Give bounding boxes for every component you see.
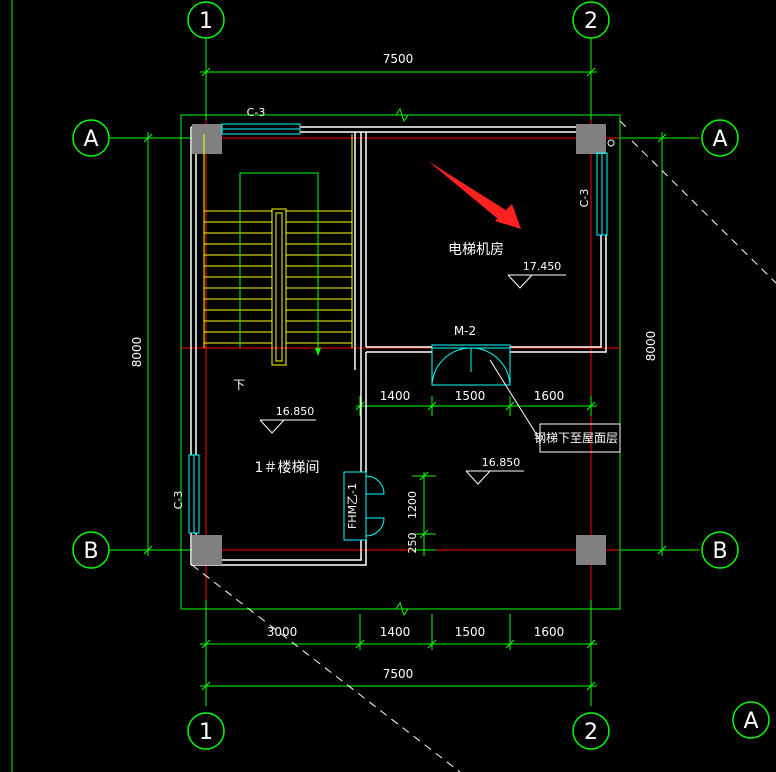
grid-bubble-A-left [72,119,110,157]
small-circle [607,139,615,147]
grid-bubble-A-right [701,119,739,157]
stair-down-label: 下 [233,378,245,392]
grid-bubbles [72,1,770,750]
elevation-markers [259,274,566,485]
stair [203,134,353,366]
window-top-label: C-3 [247,106,266,119]
elevator-room-label: 电梯机房 [448,242,504,258]
columns [192,124,606,565]
outline-frame [180,114,621,610]
walls [190,126,607,566]
windows [188,123,608,534]
grid-bubble-A-extra [732,701,770,739]
ladder-leader [489,359,621,453]
dim-left-text: 8000 [130,337,144,368]
dim-inner-seg-2: 1500 [455,389,486,403]
door-m2 [431,344,511,386]
grid-bubble-2-bottom [572,712,610,750]
grid-label-A-right: A [712,127,727,152]
dim-top-text: 7500 [383,52,414,66]
dim-door-height: 1200 [406,491,419,519]
column-A2 [576,124,606,154]
fire-door [343,471,385,541]
dim-bottom-total: 7500 [383,667,414,681]
dim-top [200,66,597,78]
grid-bubble-2-top [572,1,610,39]
dim-inner-chain [355,396,597,416]
break-markers [395,107,409,617]
dim-door-gap: 250 [406,533,419,554]
grid-label-B-right: B [712,539,727,564]
grid-label-1-top: 1 [199,9,213,34]
grid-bubble-1-top [187,1,225,39]
grid-label-1-bottom: 1 [199,720,213,745]
dim-bottom-chain [200,614,597,692]
dim-bottom-seg-3: 1500 [455,625,486,639]
dim-bottom-seg-2: 1400 [380,625,411,639]
grid-label-2-top: 2 [584,9,598,34]
ladder-note: 钢梯下至屋面层 [534,431,618,445]
grid-label-2-bottom: 2 [584,720,598,745]
annotation-arrow [428,161,521,229]
grid-label-B-left: B [83,539,98,564]
elevation-elevator-room: 17.450 [523,260,562,273]
dim-bottom-seg-4: 1600 [534,625,565,639]
elevation-stair-room: 16.850 [276,405,315,418]
door-m2-label: M-2 [454,324,476,338]
column-B2 [576,535,606,565]
grid-bubble-B-left [72,531,110,569]
grid-bubble-B-right [701,531,739,569]
dim-bottom-seg-1: 3000 [267,625,298,639]
dim-right-text: 8000 [644,331,658,362]
grid-label-A-extra: A [743,709,758,734]
dim-right [620,132,668,556]
grid-bubble-1-bottom [187,712,225,750]
window-right-label: C-3 [578,189,591,208]
dim-inner-seg-3: 1600 [534,389,565,403]
fire-door-label: FHM乙-1 [346,483,359,529]
dim-inner-seg-1: 1400 [380,389,411,403]
window-left-label: C-3 [172,491,185,510]
elevation-roof: 16.850 [482,456,521,469]
column-B1 [192,535,222,565]
stair-room-label: 1＃楼梯间 [255,460,320,476]
grid-label-A-left: A [83,127,98,152]
column-A1 [192,124,222,154]
dashed-diagonals [191,120,776,772]
dim-door-vertical [412,471,436,556]
